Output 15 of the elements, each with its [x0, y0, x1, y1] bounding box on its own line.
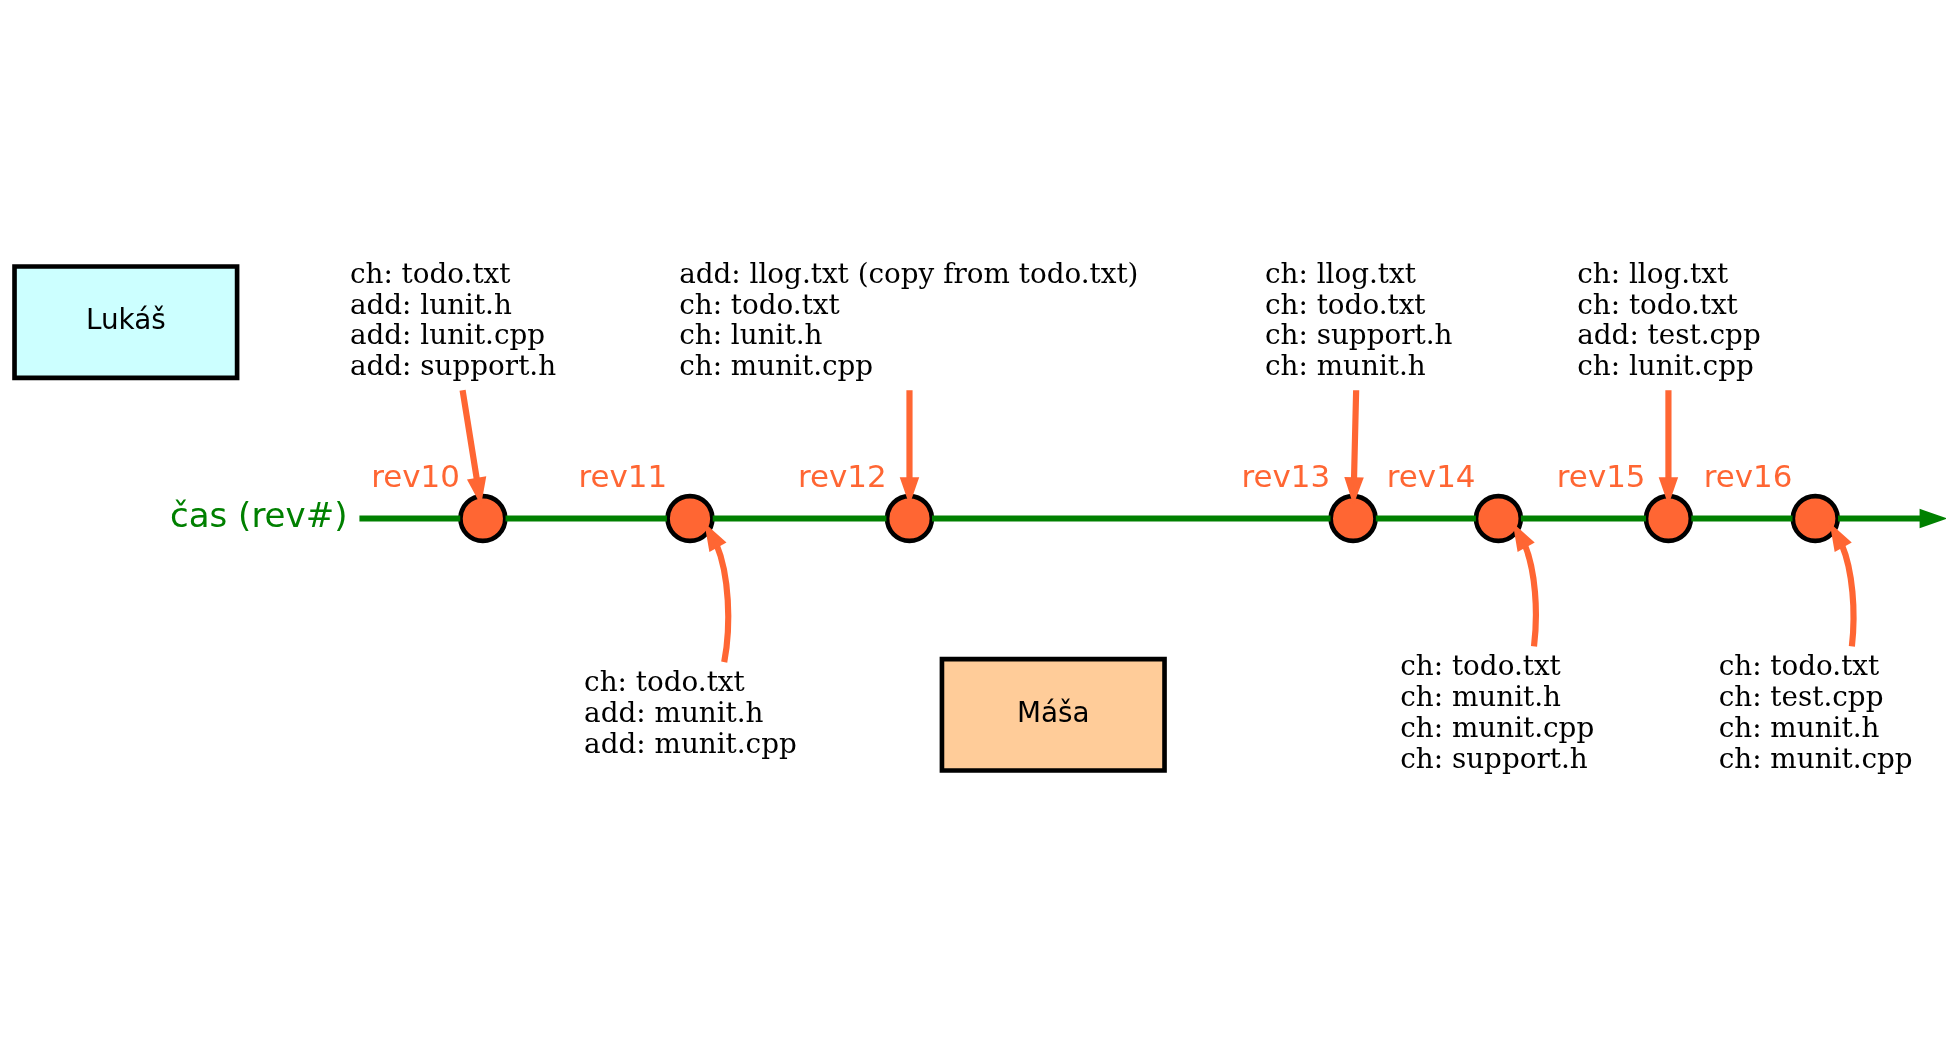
- node-text: ch: llog.txt ch: todo.txt add: test.cpp ch: lunit.cpp: [1577, 256, 1761, 383]
- node-label: rev12: [797, 457, 887, 494]
- node-label: rev16: [1703, 457, 1793, 494]
- node-text: ch: todo.txt add: lunit.h add: lunit.cpp add: support.h: [349, 256, 557, 383]
- node-text: čas (rev#): [170, 495, 348, 536]
- node-text: ch: todo.txt add: munit.h add: munit.cpp: [584, 664, 797, 760]
- node-text: ch: todo.txt ch: test.cpp ch: munit.h ch: munit.cpp: [1718, 649, 1913, 775]
- node-label: rev11: [578, 457, 668, 494]
- node-label: rev13: [1241, 457, 1331, 494]
- node-label: rev10: [371, 457, 460, 494]
- node-text: ch: todo.txt ch: munit.h ch: munit.cpp ch: support.h: [1400, 649, 1595, 775]
- node-text: ch: llog.txt ch: todo.txt ch: support.h ch: munit.h: [1265, 256, 1453, 383]
- node-label: rev14: [1386, 457, 1476, 494]
- node-label: rev15: [1556, 457, 1646, 494]
- node-text: add: llog.txt (copy from todo.txt) ch: todo.txt ch: lunit.h ch: munit.cpp: [679, 256, 1139, 383]
